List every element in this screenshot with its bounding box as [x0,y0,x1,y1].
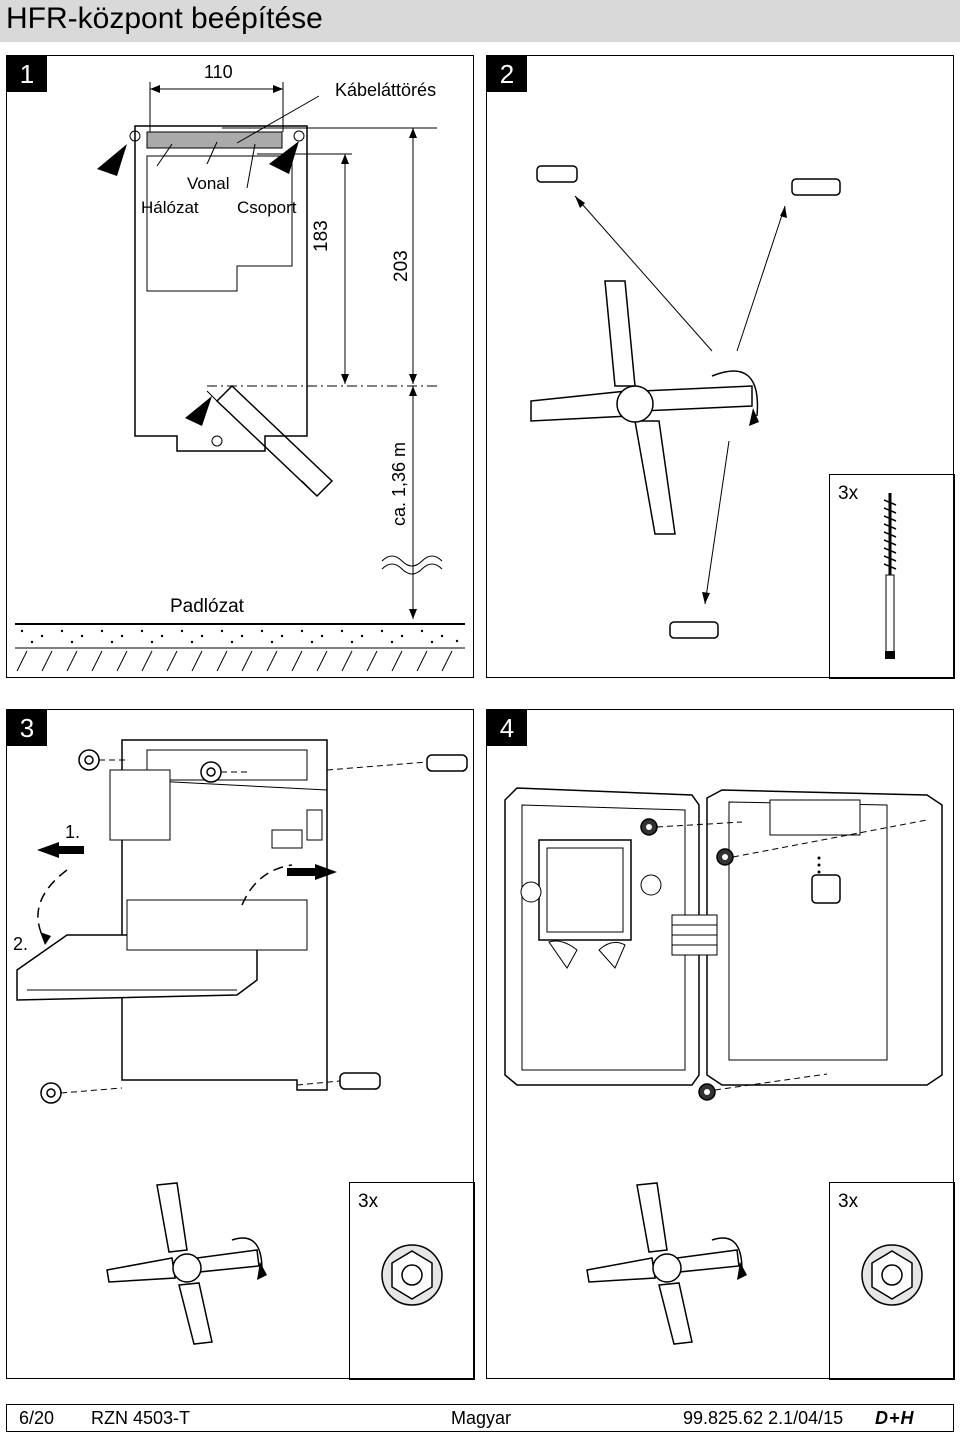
step-2: 2. [13,934,29,954]
panel-number: 3 [7,710,47,746]
screw-count: 3x [838,483,859,504]
language: Magyar [451,1408,512,1428]
nut-count: 3x [838,1191,859,1212]
panel-number: 1 [7,56,47,92]
label-knockout: Kábeláttörés [335,80,437,100]
screw-box: 3x [829,474,955,679]
dim-203: 203 [391,250,412,282]
page-number: 6/20 [19,1408,55,1428]
brand-logo: D+H [875,1408,915,1428]
panel-number: 2 [487,56,527,92]
nut-icon [861,1244,923,1306]
label-line: Vonal [187,174,230,193]
dowel [536,165,578,183]
dim-183: 183 [311,220,332,252]
screw-icon [883,493,897,659]
nut-count: 3x [358,1191,379,1212]
footer: 6/20 RZN 4503-T Magyar 99.825.62 2.1/04/… [6,1404,954,1432]
panel-4: 4 [486,709,955,1380]
label-group: Csoport [237,198,297,217]
version-code: 99.825.62 2.1/04/15 [683,1408,844,1428]
label-network: Hálózat [141,198,199,217]
drilling-drawing [530,165,841,639]
mounted-housing-drawing [504,787,943,1345]
title-bar: HFR-központ beépítése [0,0,960,42]
label-floor: Padlózat [170,596,244,617]
wall-mount-drawing [15,82,465,672]
doc-number: RZN 4503-T [91,1408,191,1428]
dim-mount-height: ca. 1,36 m [389,441,409,526]
panel-2: 2 3x [486,55,955,679]
nut-box: 3x [829,1182,955,1380]
panel-3: 3 [6,709,475,1380]
dowel [669,621,719,639]
panel-1: 1 [6,55,474,678]
open-housing-drawing [16,739,468,1345]
nut-icon [381,1244,443,1306]
nut-box: 3x [349,1182,475,1380]
dowel [791,178,841,196]
dim-width: 110 [204,62,233,82]
panel-number: 4 [487,710,527,746]
step-1: 1. [65,822,81,842]
page-title: HFR-központ beépítése [6,2,323,35]
